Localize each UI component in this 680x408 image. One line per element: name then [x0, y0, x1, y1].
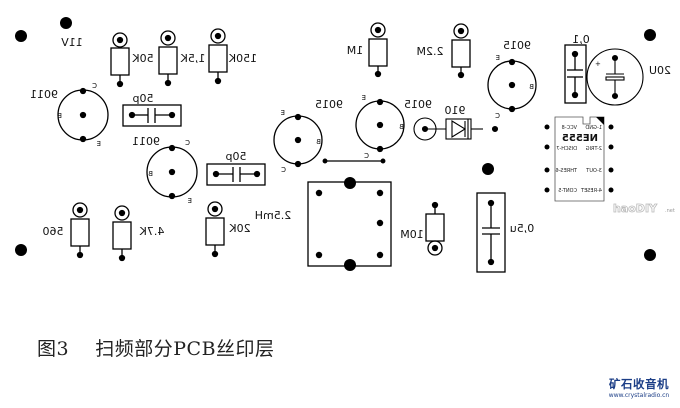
brand-url: www.crystalradio.cn	[608, 392, 670, 399]
resistor-4-7k	[112, 205, 132, 262]
resistor-1m	[368, 22, 388, 78]
resistor-2-2m	[451, 23, 471, 79]
inductor-2-5mh	[307, 177, 392, 271]
label-r150k: 150K	[228, 52, 257, 65]
label-t5-pin-c: C	[495, 112, 500, 120]
ic-pin-8: VCC-8	[562, 125, 577, 131]
label-r10m: 10M	[400, 228, 424, 241]
label-t3-pin-b: B	[316, 138, 321, 146]
label-c0-1: 0,1	[572, 33, 590, 46]
label-c50p-top: 50p	[132, 92, 153, 105]
capacitor-50p-mid	[206, 163, 266, 186]
ic-pin-5: CONT-5	[558, 188, 577, 194]
transistor-t4	[355, 98, 405, 153]
ic-pin-6: THRES-6	[555, 168, 578, 174]
label-r1-5k: 1,5K	[180, 52, 205, 65]
mounting-hole	[644, 29, 656, 41]
resistor-20k	[205, 201, 225, 258]
ic-pin-7: DISCH-7	[556, 146, 577, 152]
label-t3-pin-e: E	[281, 109, 285, 117]
label-r50k: 50K	[132, 52, 154, 65]
label-t2-pin-e: E	[188, 197, 192, 205]
figure-caption: 图3 扫频部分PCB丝印层	[37, 338, 275, 360]
label-t3-pin-c: C	[281, 166, 286, 174]
resistor-150k	[208, 28, 228, 85]
mounting-hole	[644, 249, 656, 261]
label-t5-pin-e: E	[496, 54, 500, 62]
label-t4-pin-c: C	[364, 152, 369, 160]
label-t1-pin-e: E	[97, 140, 101, 148]
label-t2-pin-c: C	[185, 139, 190, 147]
capacitor-0-1	[564, 44, 587, 104]
label-r1m: 1M	[347, 44, 364, 57]
ic-pin-1: 1-GND	[585, 125, 602, 131]
resistor-50k	[110, 32, 130, 88]
resistor-1-5k	[158, 30, 178, 87]
capacitor-50p-top	[122, 104, 182, 127]
polarity-plus: +	[595, 60, 601, 68]
label-c20u: 20U	[649, 64, 671, 77]
label-t4-type: 9015	[404, 98, 432, 111]
brand-logo: 矿石收音机 www.crystalradio.cn	[600, 378, 678, 400]
ic-ne555	[544, 116, 614, 202]
label-r20k: 20K	[229, 222, 251, 235]
jumper-wire	[322, 158, 386, 164]
label-t5-pin-b: B	[529, 83, 534, 91]
label-diode: 910	[445, 104, 466, 117]
ic-pin-4: 4-RESET	[580, 188, 602, 194]
label-t1-type: 9011	[30, 88, 58, 101]
label-t1-pin-c: C	[92, 82, 97, 90]
label-t1-pin-b: B	[57, 112, 62, 120]
mounting-hole	[15, 30, 27, 42]
label-r4-7k: 4.7K	[139, 225, 164, 238]
label-ic-name: NE555	[562, 133, 598, 144]
transistor-t5	[487, 58, 537, 113]
transistor-t3	[273, 113, 323, 168]
supply-label: 11V	[61, 36, 83, 49]
transistor-t2	[146, 144, 198, 200]
mounting-hole	[482, 163, 494, 175]
label-c0-5u: 0,5u	[510, 222, 534, 235]
label-t4-pin-b: B	[399, 123, 404, 131]
diode-910	[413, 117, 499, 141]
label-inductor: 2.5mH	[255, 209, 291, 222]
pcb-silkscreen: 11V 50K 1,5K 150K 1M 2.2M 9011 C B E	[15, 17, 675, 273]
brand-title: 矿石收音机	[609, 377, 669, 391]
ic-pin-2: 2-TRIG	[585, 146, 602, 152]
ic-pin-3: 3-OUT	[585, 168, 602, 174]
label-t5-type: 9015	[503, 39, 531, 52]
label-r2-2m: 2.2M	[417, 45, 444, 58]
capacitor-0-5u	[476, 192, 506, 273]
resistor-10m	[425, 201, 445, 256]
watermark: haoDIY	[613, 202, 658, 215]
label-r560: 560	[43, 225, 64, 238]
label-t3-type: 9015	[315, 98, 343, 111]
label-c50p-mid: 50p	[225, 150, 246, 163]
label-t4-pin-e: E	[362, 94, 366, 102]
resistor-560	[70, 202, 90, 259]
label-t2-pin-b: B	[148, 170, 153, 178]
transistor-t1	[57, 87, 109, 143]
mounting-hole	[15, 244, 27, 256]
mounting-hole	[60, 17, 72, 29]
label-t2-type: 9011	[132, 135, 160, 148]
watermark-suffix: .net	[665, 208, 675, 214]
capacitor-20u	[586, 48, 644, 106]
mounting-holes	[15, 17, 656, 261]
